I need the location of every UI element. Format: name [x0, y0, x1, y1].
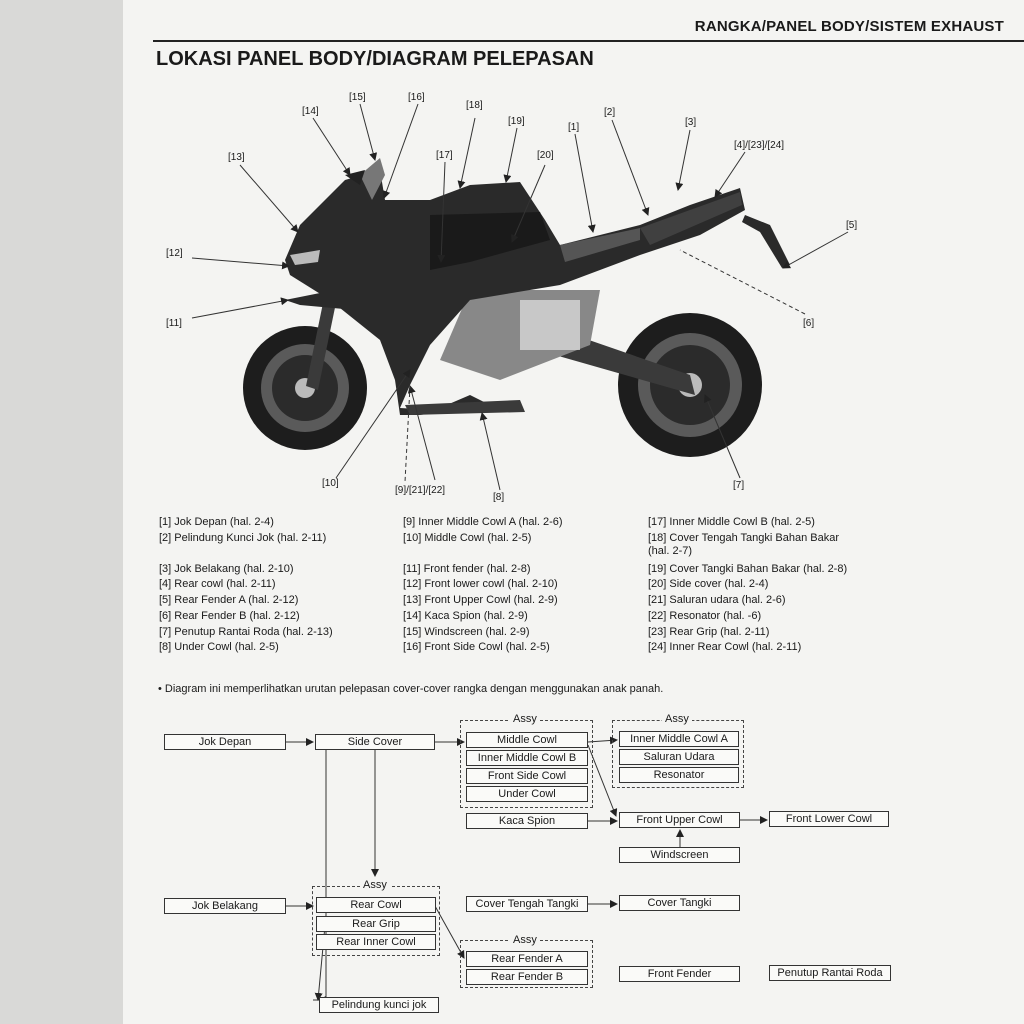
legend-item: [23] Rear Grip (hal. 2-11) [648, 626, 770, 638]
legend-item: [21] Saluran udara (hal. 2-6) [648, 594, 786, 606]
legend-item: [2] Pelindung Kunci Jok (hal. 2-11) [159, 532, 327, 544]
assy-label: Assy [360, 879, 390, 891]
legend-item: [10] Middle Cowl (hal. 2-5) [403, 532, 532, 544]
legend-item: [3] Jok Belakang (hal. 2-10) [159, 563, 294, 575]
flow-box-inner-middle-cowl-a: Inner Middle Cowl A [619, 731, 739, 747]
legend-item: [20] Side cover (hal. 2-4) [648, 578, 769, 590]
legend-item: [18] Cover Tengah Tangki Bahan Bakar [648, 532, 840, 544]
flow-box-front-upper-cowl: Front Upper Cowl [619, 812, 740, 828]
callout-13: [13] [228, 152, 245, 163]
flow-box-inner-middle-cowl-b: Inner Middle Cowl B [466, 750, 588, 766]
flow-box-penutup-rantai-roda: Penutup Rantai Roda [769, 965, 891, 981]
callout-14: [14] [302, 106, 319, 117]
diagram-note: • Diagram ini memperlihatkan urutan pele… [158, 683, 664, 695]
callout-15: [15] [349, 92, 366, 103]
legend-item: [19] Cover Tangki Bahan Bakar (hal. 2-8) [648, 563, 848, 575]
flow-box-pelindung-kunci-jok: Pelindung kunci jok [319, 997, 439, 1013]
flow-box-jok-depan: Jok Depan [164, 734, 286, 750]
flow-box-rear-grip: Rear Grip [316, 916, 436, 932]
assy-label: Assy [510, 934, 540, 946]
legend-item: [16] Front Side Cowl (hal. 2-5) [403, 641, 550, 653]
callout-8: [8] [493, 492, 505, 503]
callout-11: [11] [166, 318, 182, 329]
callout-dashed-leaders [404, 249, 806, 483]
legend-item: [5] Rear Fender A (hal. 2-12) [159, 594, 299, 606]
callout-2: [2] [604, 107, 616, 118]
legend-item: [6] Rear Fender B (hal. 2-12) [159, 610, 300, 622]
legend-item: [22] Resonator (hal. -6) [648, 610, 762, 622]
legend-item: [17] Inner Middle Cowl B (hal. 2-5) [648, 516, 815, 528]
flow-box-middle-cowl: Middle Cowl [466, 732, 588, 748]
callout-9-21-22: [9]/[21]/[22] [395, 485, 446, 496]
callout-4-23-24: [4]/[23]/[24] [734, 140, 785, 151]
legend-item: [8] Under Cowl (hal. 2-5) [159, 641, 279, 653]
flow-box-front-lower-cowl: Front Lower Cowl [769, 811, 889, 827]
assy-label: Assy [510, 713, 540, 725]
callout-18: [18] [466, 100, 483, 111]
flow-box-rear-fender-b: Rear Fender B [466, 969, 588, 985]
flow-box-rear-inner-cowl: Rear Inner Cowl [316, 934, 436, 950]
callout-5: [5] [846, 220, 858, 231]
callout-6: [6] [803, 318, 815, 329]
legend-item: [13] Front Upper Cowl (hal. 2-9) [403, 594, 558, 606]
flow-box-front-side-cowl: Front Side Cowl [466, 768, 588, 784]
flow-box-windscreen: Windscreen [619, 847, 740, 863]
legend-item: [24] Inner Rear Cowl (hal. 2-11) [648, 641, 802, 653]
flow-box-kaca-spion: Kaca Spion [466, 813, 588, 829]
flow-box-saluran-udara: Saluran Udara [619, 749, 739, 765]
flow-box-jok-belakang: Jok Belakang [164, 898, 286, 914]
flow-box-resonator: Resonator [619, 767, 739, 783]
manual-page [123, 0, 1024, 1024]
legend-item: [1] Jok Depan (hal. 2-4) [159, 516, 274, 528]
header-rule [153, 40, 1024, 42]
legend-item: [7] Penutup Rantai Roda (hal. 2-13) [159, 626, 333, 638]
callout-3: [3] [685, 117, 697, 128]
callout-7: [7] [733, 480, 745, 491]
assy-label: Assy [662, 713, 692, 725]
flow-box-rear-cowl: Rear Cowl [316, 897, 436, 913]
legend-item: [4] Rear cowl (hal. 2-11) [159, 578, 276, 590]
legend-item: (hal. 2-7) [648, 545, 693, 557]
callout-1: [1] [568, 122, 580, 133]
legend-item: [12] Front lower cowl (hal. 2-10) [403, 578, 558, 590]
callout-17: [17] [436, 150, 453, 161]
flow-box-under-cowl: Under Cowl [466, 786, 588, 802]
flow-box-cover-tengah-tangki: Cover Tengah Tangki [466, 896, 588, 912]
flow-box-front-fender: Front Fender [619, 966, 740, 982]
page-title: LOKASI PANEL BODY/DIAGRAM PELEPASAN [156, 48, 594, 70]
callout-16: [16] [408, 92, 425, 103]
section-header: RANGKA/PANEL BODY/SISTEM EXHAUST [694, 18, 1004, 35]
legend-item: [14] Kaca Spion (hal. 2-9) [403, 610, 528, 622]
callout-10: [10] [322, 478, 339, 489]
callout-20: [20] [537, 150, 554, 161]
flow-box-cover-tangki: Cover Tangki [619, 895, 740, 911]
legend-item: [9] Inner Middle Cowl A (hal. 2-6) [403, 516, 563, 528]
flow-box-side-cover: Side Cover [315, 734, 435, 750]
callout-19: [19] [508, 116, 525, 127]
callout-12: [12] [166, 248, 183, 259]
legend-item: [11] Front fender (hal. 2-8) [403, 563, 531, 575]
legend-item: [15] Windscreen (hal. 2-9) [403, 626, 530, 638]
flow-box-rear-fender-a: Rear Fender A [466, 951, 588, 967]
callout-leaders [191, 103, 849, 491]
